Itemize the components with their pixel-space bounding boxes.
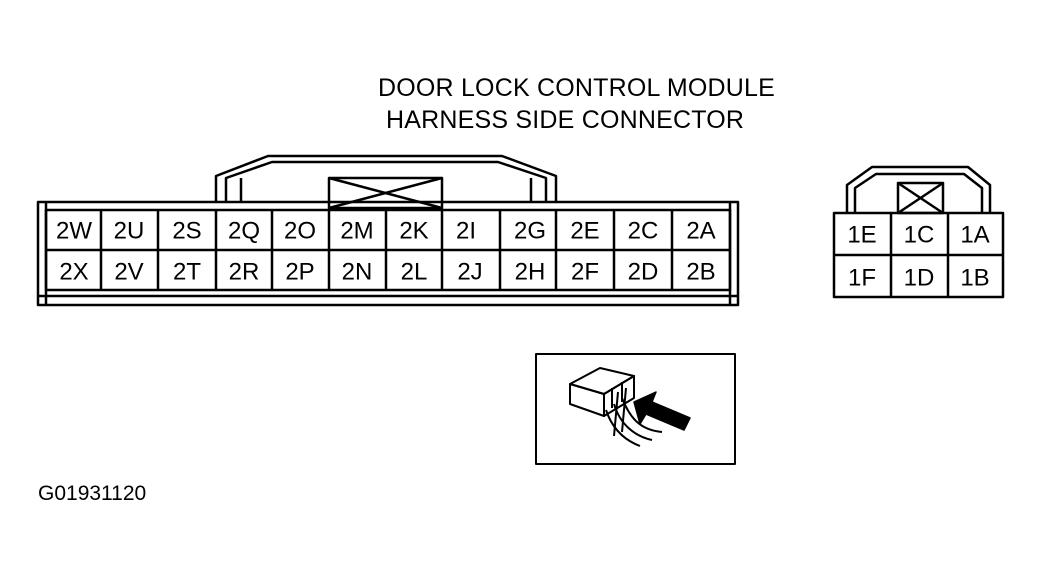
pin-label: 2K [399,218,428,245]
pin-label: 2E [570,218,599,245]
pin-label: 2D [628,259,659,286]
pin-label: 2N [342,259,373,286]
pin-label: 2A [686,218,715,245]
pin-label: 2L [401,259,428,286]
pin-label: 2P [285,259,314,286]
connector-1-shell [845,165,992,215]
diagram-title: DOOR LOCK CONTROL MODULE HARNESS SIDE CO… [378,72,775,136]
pin-label: 2G [514,218,546,245]
pin-label: 1E [847,222,876,249]
pin-label: 1C [904,222,935,249]
arrow-icon [633,391,691,431]
pin-label: 1B [960,265,989,292]
pin-label: 2F [571,259,599,286]
pin-label: 2I [456,218,476,245]
pin-label: 2H [515,259,546,286]
probe-inset [535,353,736,465]
pin-label: 2M [340,218,373,245]
pin-label: 2W [56,218,92,245]
pin-label: 1A [960,222,989,249]
connector-2-cavity-grid [44,208,732,292]
connector-2-shell [36,154,740,307]
pin-label: 2V [114,259,143,286]
pin-label: 2Q [228,218,260,245]
pin-label: 2S [172,218,201,245]
pin-label: 1D [904,265,935,292]
pin-label: 2T [173,259,201,286]
pin-label: 2O [284,218,316,245]
connector-1-cavity-grid [832,211,1005,299]
title-line-1: DOOR LOCK CONTROL MODULE [378,74,775,102]
pin-label: 2J [457,259,482,286]
figure-id: G01931120 [38,482,147,505]
pin-label: 2R [229,259,260,286]
pin-label: 2B [686,259,715,286]
pin-label: 2C [628,218,659,245]
connector-probe-icon [569,367,663,447]
pin-label: 1F [848,265,876,292]
pin-label: 2U [114,218,145,245]
pin-label: 2X [59,259,88,286]
title-line-2: HARNESS SIDE CONNECTOR [386,106,745,134]
